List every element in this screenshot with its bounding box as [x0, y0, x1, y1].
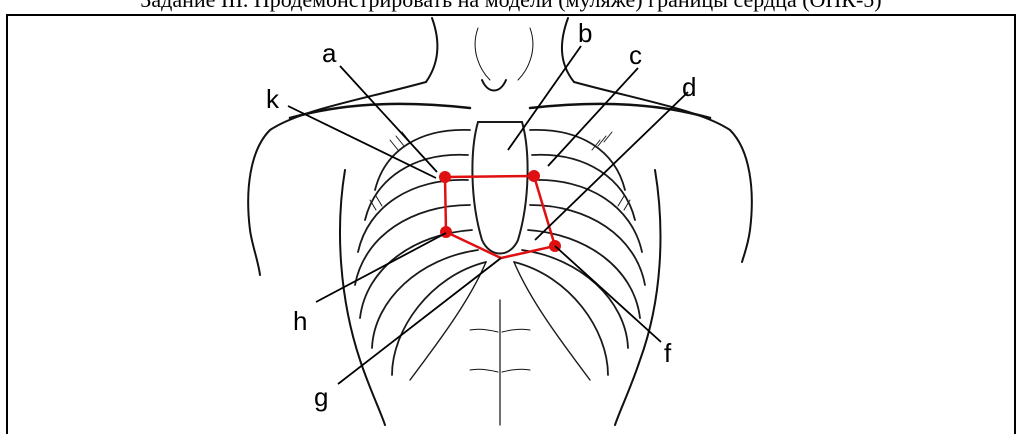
leader-d: [535, 92, 688, 240]
heart-border: [445, 176, 555, 258]
point-upper-left: [528, 170, 540, 182]
label-a: a: [322, 38, 337, 68]
label-c: c: [629, 40, 642, 70]
label-g: g: [314, 382, 328, 412]
leader-c: [548, 68, 638, 166]
torso-outline: [248, 18, 752, 425]
label-h: h: [293, 306, 307, 336]
heart-border-points: [439, 170, 561, 252]
label-f: f: [664, 338, 672, 368]
leader-a: [340, 66, 437, 172]
label-k: k: [266, 84, 280, 114]
point-upper-right: [439, 171, 451, 183]
label-b: b: [578, 18, 592, 48]
leader-k: [288, 106, 436, 178]
heart-border-outline: [445, 176, 555, 258]
label-d: d: [682, 72, 696, 102]
